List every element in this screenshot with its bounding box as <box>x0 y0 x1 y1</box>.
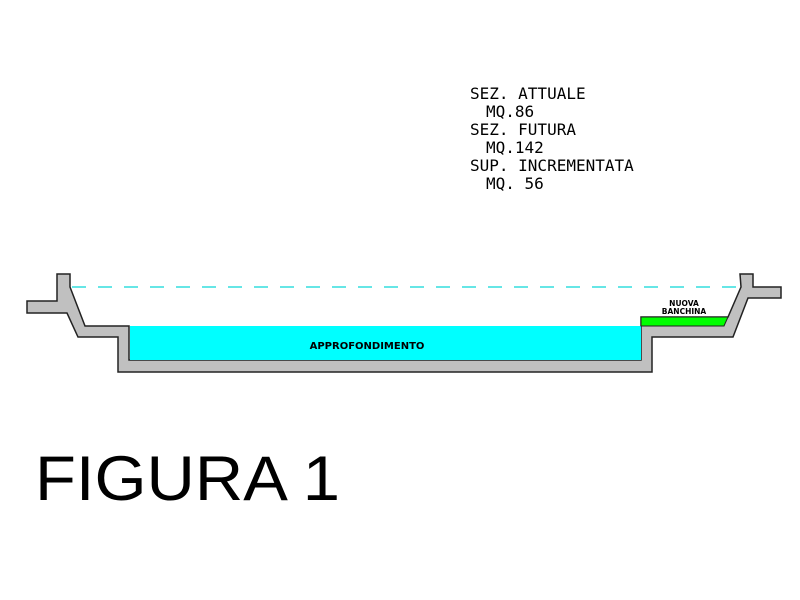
info-label-current-section: SEZ. ATTUALE <box>470 84 586 103</box>
new-quay-label-line1: NUOVA <box>669 299 699 308</box>
info-block: SEZ. ATTUALE MQ.86 SEZ. FUTURA MQ.142 SU… <box>470 84 634 193</box>
info-value-increased-area: MQ. 56 <box>486 174 544 193</box>
canal-wall <box>26 273 782 373</box>
info-value-current-section: MQ.86 <box>486 102 534 121</box>
deepening-water-area <box>130 326 641 360</box>
figure-title: FIGURA 1 <box>35 444 340 514</box>
new-quay-area <box>640 316 729 327</box>
info-value-future-section: MQ.142 <box>486 138 544 157</box>
info-label-increased-area: SUP. INCREMENTATA <box>470 156 634 175</box>
new-quay-label-line2: BANCHINA <box>662 307 707 316</box>
deepening-label: APPROFONDIMENTO <box>310 341 425 352</box>
info-label-future-section: SEZ. FUTURA <box>470 120 576 139</box>
